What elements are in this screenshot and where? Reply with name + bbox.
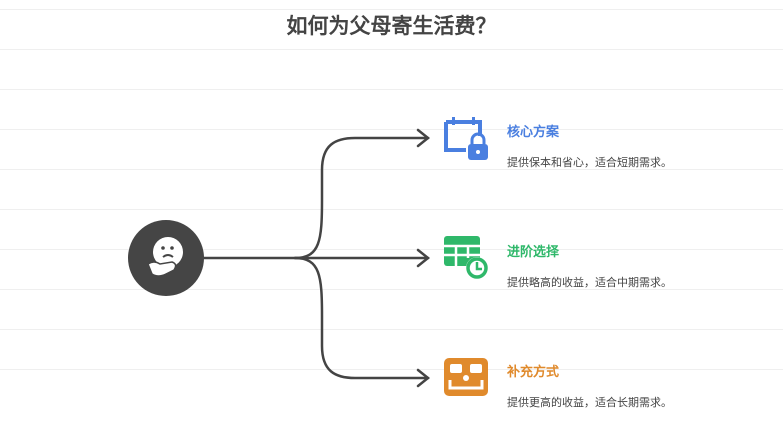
table-clock-icon (442, 234, 490, 282)
page-title: 如何为父母寄生活费？ (286, 13, 497, 38)
branch-heading: 核心方案 (507, 125, 560, 140)
thinking-face-icon (128, 220, 204, 296)
branch-heading: 补充方式 (507, 365, 560, 380)
treasure-chest-icon (442, 356, 490, 404)
branch-description: 提供略高的收益，适合中期需求。 (507, 276, 672, 289)
calendar-lock-icon (442, 114, 490, 162)
branch-heading: 进阶选择 (507, 245, 560, 260)
arrowheads (416, 128, 431, 388)
branch-line-3 (293, 256, 430, 380)
branch-line-1 (202, 136, 430, 260)
branch-description: 提供更高的收益，适合长期需求。 (507, 396, 672, 409)
branch-description: 提供保本和省心，适合短期需求。 (507, 156, 672, 169)
